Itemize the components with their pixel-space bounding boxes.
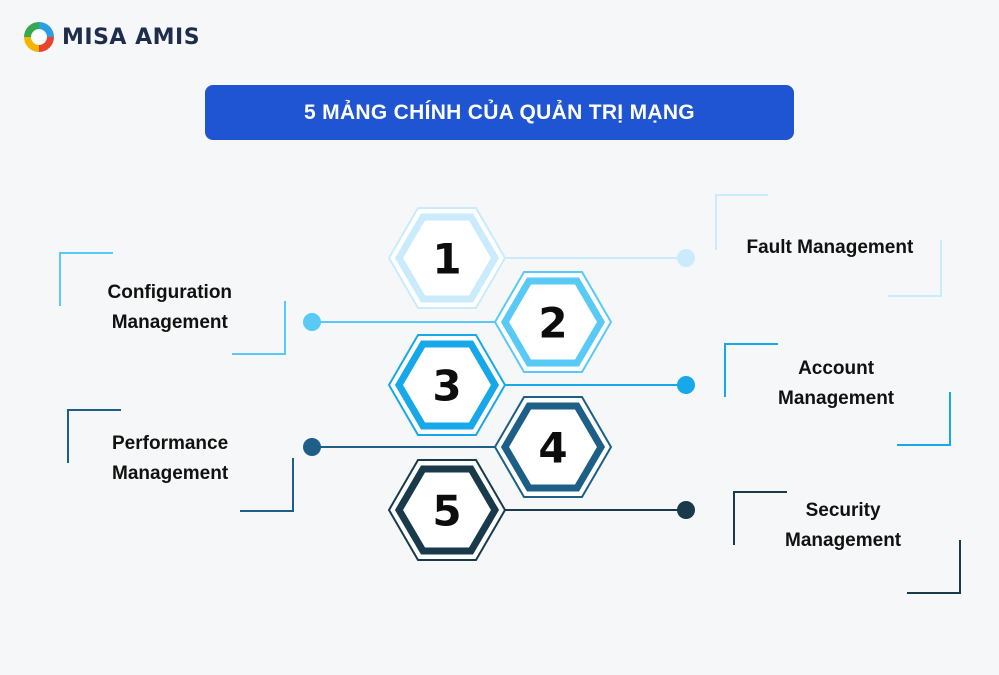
step-5-group: 5 <box>387 459 961 594</box>
hexagon-inner <box>394 213 500 303</box>
hexagon-inner <box>394 340 500 430</box>
label-bracket-top <box>733 491 787 545</box>
label-line: Management <box>111 312 228 333</box>
label-line: Performance <box>112 433 229 454</box>
label-line: Security <box>805 500 881 521</box>
misa-amis-logo: MISA AMIS <box>22 20 200 54</box>
logo-text: MISA AMIS <box>62 24 201 50</box>
title-banner: 5 MẢNG CHÍNH CỦA QUẢN TRỊ MẠNG <box>205 85 794 140</box>
step-2-group: 2 <box>59 252 613 373</box>
label-bracket-bottom <box>897 392 951 446</box>
label-bracket-top <box>715 194 768 250</box>
label-bracket-bottom <box>232 301 286 355</box>
connector-dot <box>677 376 695 394</box>
connector-dot <box>677 501 695 519</box>
step-1-group: 1 <box>387 194 942 309</box>
connector-dot <box>677 249 695 267</box>
label-bracket-bottom <box>240 458 294 512</box>
label-bracket-top <box>67 409 121 463</box>
label-line: Account <box>798 358 875 379</box>
step-number: 4 <box>538 424 567 473</box>
label-line: Configuration <box>107 282 233 303</box>
step-4-group: 4 <box>67 396 613 512</box>
label-bracket-bottom <box>888 240 942 297</box>
label-line: Management <box>785 530 902 551</box>
connector-dot <box>303 313 321 331</box>
step-number: 3 <box>432 362 461 411</box>
label-bracket-top <box>724 343 778 397</box>
hexagon-inner <box>394 465 500 555</box>
step-number: 1 <box>432 235 461 284</box>
step-1-label: Fault Management <box>747 233 914 263</box>
label-line: Fault Management <box>746 237 914 258</box>
connector-dot <box>303 438 321 456</box>
hexagon-inner <box>500 402 606 492</box>
label-line: Management <box>112 463 229 484</box>
logo-ring-icon <box>24 22 54 52</box>
label-bracket-bottom <box>907 540 961 594</box>
label-line: Management <box>778 388 895 409</box>
step-number: 2 <box>538 299 567 348</box>
label-bracket-top <box>59 252 113 306</box>
page-title: 5 MẢNG CHÍNH CỦA QUẢN TRỊ MẠNG <box>304 100 695 124</box>
step-3-group: 3 <box>387 334 951 446</box>
step-number: 5 <box>432 487 461 536</box>
hexagon-inner <box>500 277 606 367</box>
